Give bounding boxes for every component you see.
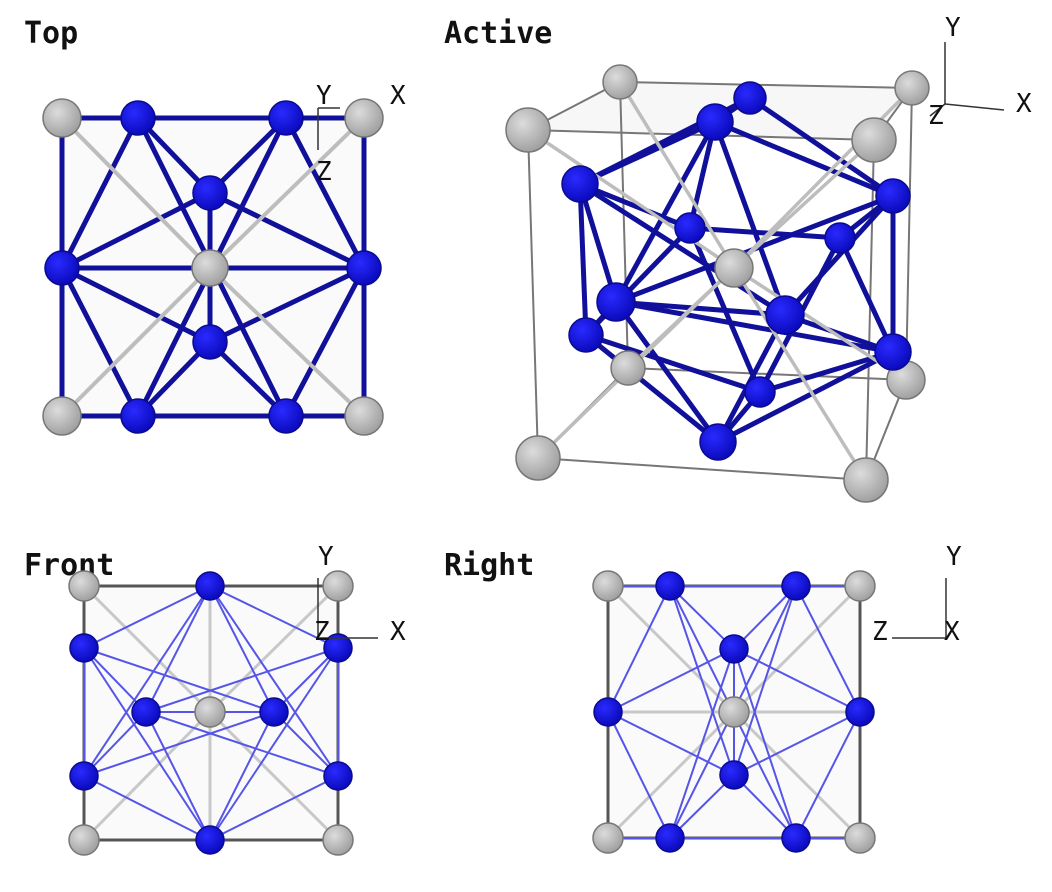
front-axis-z: Z xyxy=(314,617,330,647)
top-axis-y: Y xyxy=(316,81,332,111)
front-axis-indicator: Y X Z xyxy=(314,542,406,647)
top-axis-indicator: Y X Z xyxy=(316,81,406,187)
active-axis-x: X xyxy=(1016,89,1032,119)
top-axis-x: X xyxy=(390,81,406,111)
view-title-right: Right xyxy=(444,548,535,583)
front-grey-bonds xyxy=(82,584,340,842)
view-title-top: Top xyxy=(24,16,79,51)
right-axis-z: Z xyxy=(872,617,888,647)
top-grey-bonds xyxy=(60,116,366,418)
active-axis-z: Z xyxy=(928,101,944,131)
top-axis-z: Z xyxy=(316,157,332,187)
top-view: Y X Z xyxy=(42,81,406,436)
right-axis-indicator: Y X Z xyxy=(872,542,962,647)
active-grey-bonds xyxy=(527,81,914,481)
front-axis-x: X xyxy=(390,617,406,647)
front-view: Y X Z xyxy=(68,542,406,856)
right-axis-y: Y xyxy=(946,542,962,572)
top-atoms xyxy=(42,98,384,436)
front-axis-y: Y xyxy=(318,542,334,572)
right-atoms xyxy=(592,570,876,854)
front-atoms xyxy=(68,570,354,856)
right-grey-bonds xyxy=(606,584,862,840)
right-view: Y X Z xyxy=(592,542,962,854)
right-axis-x: X xyxy=(944,617,960,647)
front-bonds xyxy=(83,585,339,841)
top-bonds xyxy=(59,115,367,419)
active-view: Y X Z xyxy=(505,13,1032,503)
view-title-front: Front xyxy=(24,548,115,583)
view-title-active: Active xyxy=(444,16,553,51)
active-axis-indicator: Y X Z xyxy=(928,13,1032,131)
active-atoms xyxy=(505,64,930,503)
active-axis-y: Y xyxy=(945,13,961,43)
